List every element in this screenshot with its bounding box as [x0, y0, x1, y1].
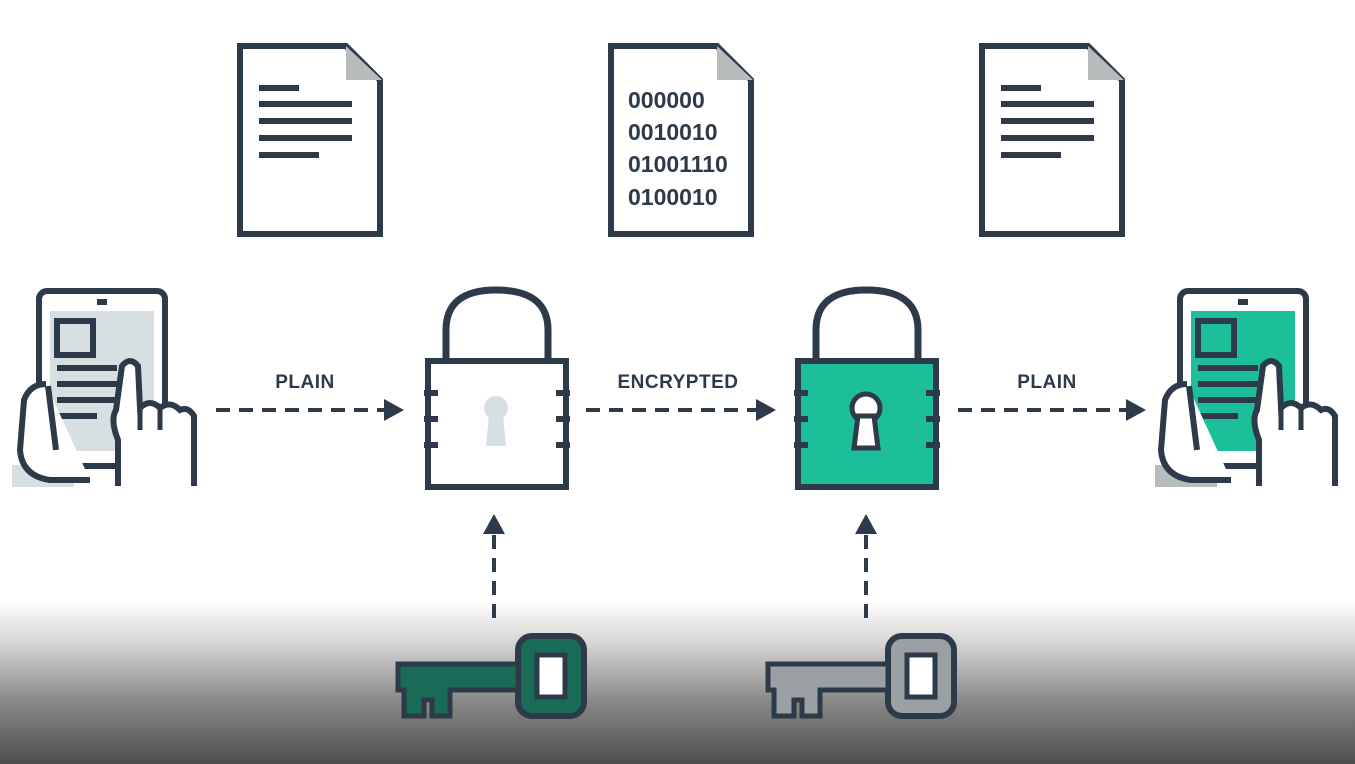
sender-tablet-icon [12, 288, 197, 487]
receiver-tablet-icon [1155, 288, 1338, 487]
cipher-line-4: 0100010 [628, 184, 718, 210]
plain-arrow-right [958, 399, 1146, 421]
cipher-document-icon: 000000 0010010 01001110 0100010 [608, 43, 754, 237]
plain-arrow-left [216, 399, 404, 421]
key-arrow-left [483, 514, 505, 618]
label-plain-right: PLAIN [1017, 372, 1077, 393]
encrypted-padlock-icon [794, 286, 940, 490]
plain-document-left-icon [237, 43, 383, 237]
plain-padlock-icon [424, 286, 570, 490]
cipher-line-1: 000000 [628, 87, 705, 113]
label-encrypted: ENCRYPTED [618, 372, 739, 393]
encryption-key-icon [395, 633, 587, 719]
decryption-key-icon [765, 633, 957, 719]
plain-document-right-icon [979, 43, 1125, 237]
key-arrow-right [855, 514, 877, 618]
cipher-line-2: 0010010 [628, 119, 718, 145]
label-plain-left: PLAIN [275, 372, 335, 393]
cipher-line-3: 01001110 [628, 151, 728, 177]
encrypted-arrow [586, 399, 776, 421]
